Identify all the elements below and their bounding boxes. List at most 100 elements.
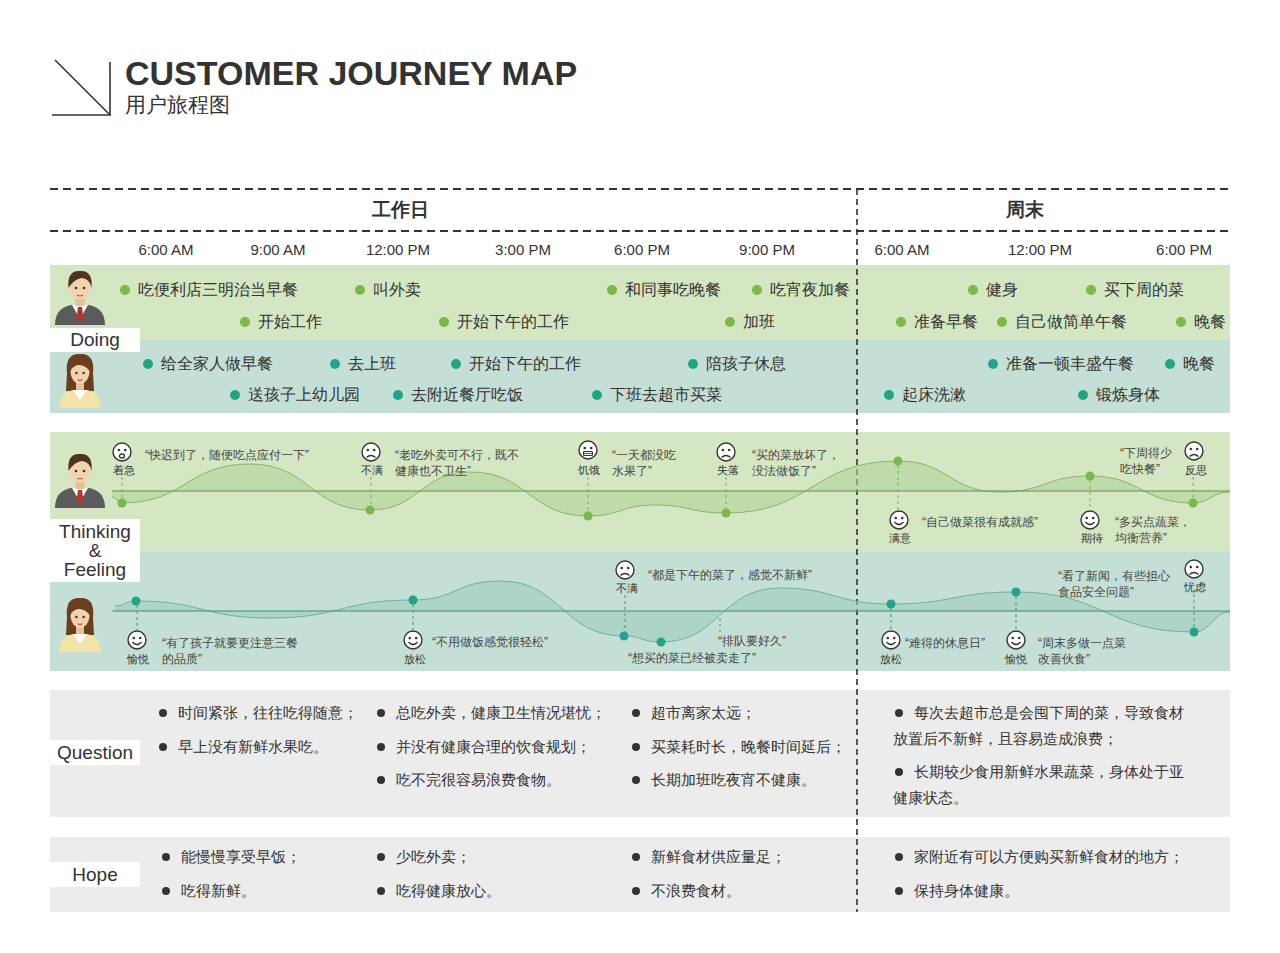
emotion-word: 不满 (597, 580, 657, 596)
bullet-dot (997, 317, 1007, 327)
list-item: 时间紧张，往往吃得随意； (178, 703, 358, 723)
bullet-dot (377, 709, 385, 717)
bullet-dot (377, 887, 385, 895)
list-item: 超市离家太远； (651, 703, 756, 723)
bullet-dot (632, 887, 640, 895)
bullet-dot (439, 317, 449, 327)
time-label: 12:00 PM (980, 240, 1100, 260)
list-item: 长期较少食用新鲜水果蔬菜，身体处于亚 健康状态。 (893, 759, 1223, 811)
quote-text: “排队要好久” (718, 633, 786, 649)
quote-text: “自己做菜很有成就感” (922, 514, 1038, 530)
quote-text: “看了新闻，有些担心 食品安全问题” (1058, 568, 1186, 600)
bullet-dot (895, 853, 903, 861)
bullet-dot (159, 743, 167, 751)
activity-text: 买下周的菜 (1104, 279, 1184, 301)
list-item: 少吃外卖； (396, 847, 471, 867)
bullet-dot (330, 359, 340, 369)
bullet-dot (240, 317, 250, 327)
time-label: 6:00 PM (1124, 240, 1244, 260)
activity-text: 自己做简单午餐 (1015, 311, 1127, 333)
activity-text: 加班 (743, 311, 775, 333)
activity-text: 去附近餐厅吃饭 (411, 384, 523, 406)
activity-text: 给全家人做早餐 (161, 353, 273, 375)
list-item: 家附近有可以方便购买新鲜食材的地方； (914, 847, 1184, 867)
emotion-word: 失落 (698, 462, 758, 478)
list-item: 总吃外卖，健康卫生情况堪忧； (396, 703, 606, 723)
quote-text: “难得的休息日” (905, 635, 985, 651)
activity-text: 去上班 (348, 353, 396, 375)
title-icon (52, 60, 111, 115)
bullet-dot (725, 317, 735, 327)
quote-text: “周末多做一点菜 改善伙食” (1038, 635, 1142, 667)
feeling-band: 愉悦“有了孩子就要更注意三餐 的品质”放松“不用做饭感觉很轻松”不满“都是下午的… (50, 552, 1230, 671)
emotion-word: 着急 (94, 462, 154, 478)
activity-text: 晚餐 (1194, 311, 1226, 333)
doing-band: 吃便利店三明治当早餐叫外卖和同事吃晚餐吃宵夜加餐健身买下周的菜开始工作开始下午的… (50, 265, 1230, 340)
bullet-dot (632, 709, 640, 717)
feeling-band: 着急“快迟到了，随便吃点应付一下”不满“老吃外卖可不行，既不 健康也不卫生”饥饿… (50, 432, 1230, 552)
emotion-word: 放松 (385, 651, 445, 667)
emotion-word: 不满 (342, 462, 402, 478)
bullet-dot (895, 709, 903, 717)
bullet-dot (752, 285, 762, 295)
bullet-dot (884, 390, 894, 400)
activity-text: 吃便利店三明治当早餐 (138, 279, 298, 301)
bullet-dot (230, 390, 240, 400)
emotion-word: 忧虑 (1165, 579, 1225, 595)
activity-text: 开始工作 (258, 311, 322, 333)
row-label-text: Thinking & Feeling (56, 522, 134, 579)
activity-text: 陪孩子休息 (706, 353, 786, 375)
emotion-word: 愉悦 (986, 651, 1046, 667)
bullet-dot (355, 285, 365, 295)
bullet-dot (968, 285, 978, 295)
doing-band: 给全家人做早餐去上班开始下午的工作陪孩子休息准备一顿丰盛午餐晚餐送孩子上幼儿园去… (50, 340, 1230, 413)
list-item: 买菜耗时长，晚餐时间延后； (651, 737, 846, 757)
list-item: 能慢慢享受早饭； (181, 847, 301, 867)
activity-text: 准备早餐 (914, 311, 978, 333)
map-title: CUSTOMER JOURNEY MAP (125, 54, 577, 92)
bullet-dot (1086, 285, 1096, 295)
list-item: 早上没有新鲜水果吃。 (178, 737, 328, 757)
bullet-dot (143, 359, 153, 369)
bullet-dot (162, 853, 170, 861)
quote-text: “老吃外卖可不行，既不 健康也不卫生” (395, 447, 535, 479)
subtitle: 用户旅程图 (125, 92, 230, 118)
quote-text: “下周得少 吃快餐” (1120, 445, 1186, 477)
bullet-dot (377, 743, 385, 751)
list-item: 长期加班吃夜宵不健康。 (651, 770, 816, 790)
bullet-dot (632, 743, 640, 751)
bullet-dot (1165, 359, 1175, 369)
bullet-dot (688, 359, 698, 369)
bullet-dot (632, 853, 640, 861)
list-item: 吃得健康放心。 (396, 881, 501, 901)
row-label-text: Hope (50, 862, 140, 887)
row-label-text: Doing (50, 328, 140, 352)
quote-text: “快迟到了，随便吃点应付一下” (145, 447, 309, 463)
time-label: 9:00 AM (218, 240, 338, 260)
bullet-dot (1176, 317, 1186, 327)
section-heading: 周末 (925, 198, 1125, 222)
question-band: Question时间紧张，往往吃得随意；早上没有新鲜水果吃。总吃外卖，健康卫生情… (50, 690, 1230, 817)
activity-text: 开始下午的工作 (457, 311, 569, 333)
activity-text: 叫外卖 (373, 279, 421, 301)
bullet-dot (895, 887, 903, 895)
bullet-dot (632, 776, 640, 784)
time-label: 12:00 PM (338, 240, 458, 260)
quote-text: “一天都没吃 水果了” (612, 447, 694, 479)
quote-text: “有了孩子就要更注意三餐 的品质” (162, 635, 314, 667)
activity-text: 开始下午的工作 (469, 353, 581, 375)
list-item: 吃得新鲜。 (181, 881, 256, 901)
quote-text: “买的菜放坏了， 没法做饭了” (752, 447, 856, 479)
row-label: Thinking & Feeling (50, 519, 140, 582)
bullet-dot (377, 776, 385, 784)
list-item: 保持身体健康。 (914, 881, 1019, 901)
bullet-dot (159, 709, 167, 717)
time-label: 6:00 AM (106, 240, 226, 260)
bullet-dot (393, 390, 403, 400)
bullet-dot (896, 317, 906, 327)
activity-text: 下班去超市买菜 (610, 384, 722, 406)
quote-text: “都是下午的菜了，感觉不新鲜” (648, 567, 812, 583)
hope-band: Hope能慢慢享受早饭；吃得新鲜。少吃外卖；吃得健康放心。新鲜食材供应量足；不浪… (50, 837, 1230, 912)
list-item: 吃不完很容易浪费食物。 (396, 770, 561, 790)
